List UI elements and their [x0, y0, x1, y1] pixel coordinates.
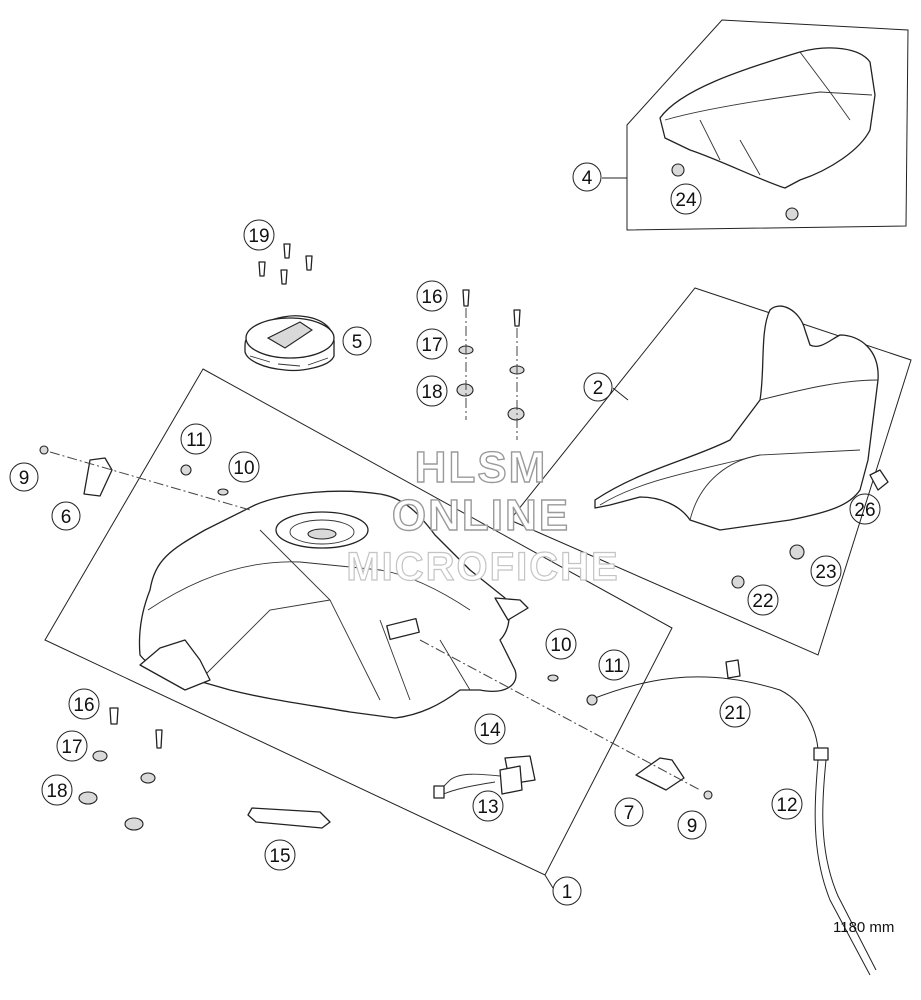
callout-10-right: 10: [545, 628, 577, 660]
callout-number: 22: [752, 591, 773, 612]
callout-15: 15: [264, 839, 296, 871]
seat-latch: [869, 469, 889, 491]
callout-16-bottom: 16: [68, 688, 100, 720]
callout-1: 1: [552, 876, 582, 906]
callout-number: 10: [550, 635, 571, 656]
rail-cover: [247, 807, 331, 829]
callout-number: 24: [675, 190, 697, 211]
callout-18-top: 18: [416, 375, 448, 407]
watermark: HLSM ONLINE MICROFICHE: [346, 442, 619, 589]
watermark-line3: MICROFICHE: [346, 545, 619, 589]
callout-number: 26: [854, 500, 875, 521]
callout-number: 14: [479, 720, 501, 741]
callout-24: 24: [670, 183, 702, 215]
callout-number: 19: [248, 226, 269, 247]
callout-10-left: 10: [228, 451, 260, 483]
callout-12: 12: [771, 788, 803, 820]
callout-9-right: 9: [677, 810, 707, 840]
passenger-seat-group-frame: [626, 19, 909, 231]
callout-number: 9: [687, 816, 698, 837]
callout-number: 1: [562, 882, 573, 903]
assembly-line-studs: [465, 308, 518, 440]
callout-number: 9: [19, 468, 30, 489]
cap-screws: [258, 243, 313, 285]
callout-18-bottom: 18: [41, 774, 73, 806]
callout-23: 23: [810, 555, 842, 587]
callout-number: 2: [593, 378, 604, 399]
callout-5: 5: [342, 326, 372, 356]
mounting-bracket-left: [83, 457, 113, 497]
callout-22: 22: [747, 584, 779, 616]
callout-number: 7: [624, 803, 635, 824]
assembly-line-right: [419, 639, 701, 791]
hose-length-label: 1180 mm: [833, 919, 894, 936]
callout-11-right: 11: [598, 649, 630, 681]
callout-number: 5: [352, 332, 363, 353]
callout-21: 21: [719, 696, 751, 728]
callout-number: 16: [73, 695, 94, 716]
callout-17-top: 17: [416, 328, 448, 360]
callout-26: 26: [849, 493, 881, 525]
fuel-pump-assembly: [433, 755, 536, 799]
callout-17-bottom: 17: [56, 730, 88, 762]
callout-number: 15: [269, 846, 290, 867]
callout-11-left: 11: [180, 423, 212, 455]
hose: [589, 659, 877, 976]
callout-number: 10: [233, 458, 254, 479]
callout-number: 6: [61, 507, 72, 528]
callout-16-top: 16: [416, 280, 448, 312]
passenger-seat: [659, 47, 876, 189]
callout-number: 21: [724, 703, 745, 724]
watermark-line2: ONLINE: [392, 491, 570, 540]
callout-4: 4: [572, 162, 602, 192]
leader-2: [612, 387, 629, 401]
fasteners: [39, 163, 805, 831]
callout-2: 2: [583, 372, 613, 402]
leader-1: [544, 874, 554, 889]
mounting-bracket-right: [635, 757, 685, 791]
callout-19: 19: [243, 219, 275, 251]
callout-6: 6: [51, 501, 81, 531]
callout-number: 23: [815, 562, 836, 583]
callout-number: 18: [46, 781, 67, 802]
callout-14: 14: [474, 713, 506, 745]
callout-number: 16: [421, 287, 442, 308]
callout-7: 7: [614, 797, 644, 827]
callout-13: 13: [472, 790, 504, 822]
watermark-line1: HLSM: [415, 443, 548, 492]
callout-9-left: 9: [9, 462, 39, 492]
assembly-line-left: [49, 451, 251, 511]
callout-number: 17: [61, 737, 82, 758]
callout-number: 18: [421, 382, 442, 403]
callout-number: 11: [604, 656, 624, 677]
callout-number: 4: [582, 168, 593, 189]
callout-number: 13: [477, 797, 498, 818]
callout-number: 12: [776, 795, 797, 816]
callout-number: 17: [421, 335, 442, 356]
callout-number: 11: [186, 430, 206, 451]
fuel-tank: [138, 490, 529, 719]
fuel-filler-cap: [244, 315, 335, 372]
rider-seat: [594, 305, 879, 531]
